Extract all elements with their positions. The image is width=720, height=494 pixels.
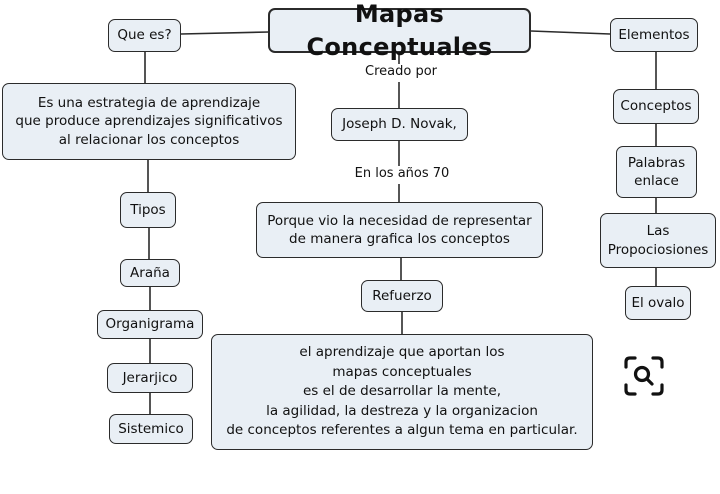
reinforcement-node: Refuerzo: [361, 280, 443, 312]
author-label: Joseph D. Novak,: [342, 116, 457, 133]
conclusion-text: el aprendizaje que aportan los mapas con…: [226, 344, 578, 439]
question-node: Que es?: [108, 19, 181, 52]
years-label: En los años 70: [349, 166, 455, 184]
element-item-label: Conceptos: [620, 98, 692, 115]
types-node: Tipos: [120, 192, 176, 228]
definition-text: Es una estrategia de aprendizaje que pro…: [15, 95, 283, 148]
element-item-label: Las Propociosiones: [607, 223, 709, 258]
type-item-label: Organigrama: [105, 316, 195, 333]
element-item-ovalo: El ovalo: [625, 286, 691, 320]
reason-node: Porque vio la necesidad de representar d…: [256, 202, 543, 258]
type-item-label: Araña: [130, 264, 170, 281]
elements-node: Elementos: [610, 18, 698, 52]
element-item-conceptos: Conceptos: [613, 89, 699, 124]
element-item-label: Palabras enlace: [627, 154, 686, 189]
main-title-node: Mapas Conceptuales: [268, 0, 531, 61]
search-zoom-icon[interactable]: [622, 354, 666, 398]
type-item-jerarjico: Jerarjico: [107, 363, 193, 393]
question-label: Que es?: [117, 27, 172, 44]
conclusion-node: el aprendizaje que aportan los mapas con…: [211, 334, 593, 450]
types-label: Tipos: [130, 201, 166, 218]
created-by-label: Creado por: [360, 64, 442, 82]
reason-text: Porque vio la necesidad de representar d…: [267, 212, 532, 247]
author-node: Joseph D. Novak,: [331, 108, 468, 141]
definition-node: Es una estrategia de aprendizaje que pro…: [2, 83, 296, 160]
type-item-organigrama: Organigrama: [97, 310, 203, 339]
type-item-sistemico: Sistemico: [109, 414, 193, 444]
element-item-palabras-enlace: Palabras enlace: [616, 146, 697, 198]
type-item-label: Jerarjico: [122, 369, 178, 386]
element-item-label: El ovalo: [631, 294, 685, 311]
element-item-proposiciones: Las Propociosiones: [600, 213, 716, 268]
type-item-arana: Araña: [120, 259, 180, 287]
reinforcement-label: Refuerzo: [372, 287, 432, 304]
connector-title-elementos: [530, 30, 611, 35]
elements-label: Elementos: [618, 26, 690, 43]
page-title: Mapas Conceptuales: [306, 0, 493, 61]
connector-title-que-es: [180, 31, 270, 35]
type-item-label: Sistemico: [118, 420, 184, 437]
